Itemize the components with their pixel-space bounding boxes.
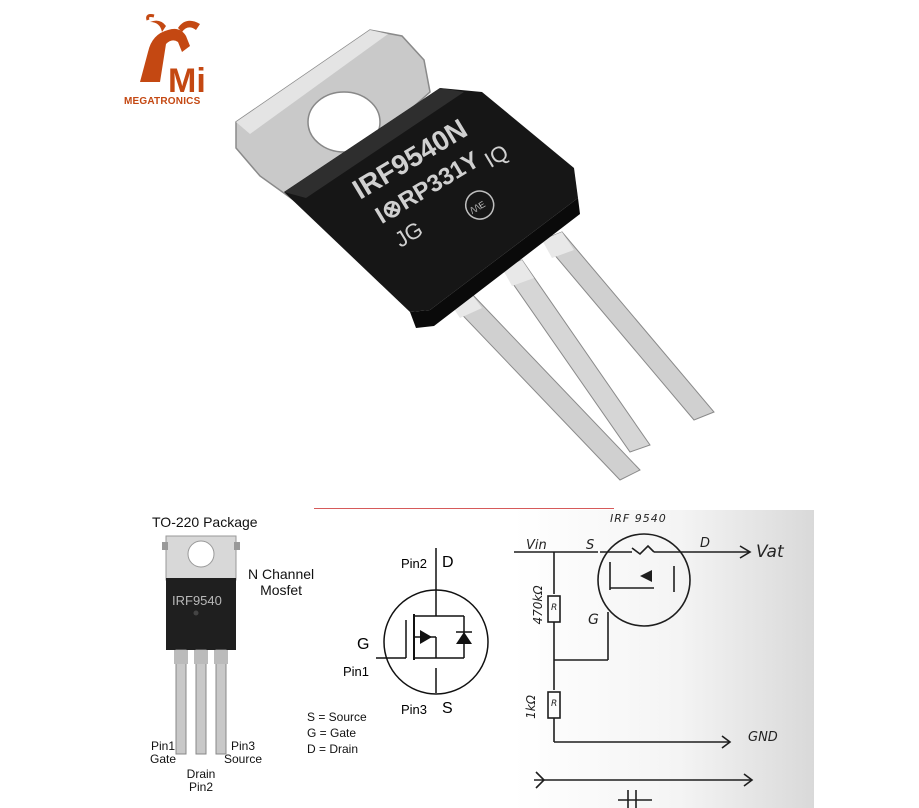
sketch-r1-mark: R — [551, 603, 558, 613]
pin1-name: Gate — [149, 752, 176, 766]
legend-source: S = Source — [307, 710, 367, 724]
sketch-g: G — [588, 612, 599, 628]
symbol-pin3: Pin3 — [401, 702, 428, 717]
sketch-d: D — [700, 536, 711, 551]
pin1-caption: Pin1 Gate — [146, 740, 180, 766]
transistor-body — [284, 88, 580, 328]
symbol-d: D — [442, 554, 454, 571]
legend-drain: D = Drain — [307, 742, 359, 756]
symbol-g: G — [357, 636, 370, 653]
pin-legend: S = Source G = Gate D = Drain — [307, 709, 367, 757]
chip-label: IRF9540 — [172, 593, 222, 608]
logo-monogram: Mi — [168, 62, 206, 96]
sketch-r2: 1kΩ — [524, 695, 538, 719]
pin3-label: Pin3 — [230, 739, 256, 753]
channel-type-line1: N Channel — [248, 566, 315, 582]
mosfet-symbol — [376, 548, 489, 695]
sketch-s: S — [586, 538, 595, 553]
pin3-caption: Pin3 Source — [220, 740, 266, 766]
megatronics-logo: Mi MEGATRONICS — [120, 12, 230, 112]
circuit-sketch — [514, 533, 754, 808]
logo-text: MEGATRONICS — [124, 96, 201, 107]
divider-line — [314, 508, 614, 509]
sketch-paper — [514, 510, 814, 808]
ram-logo-icon: Mi — [140, 14, 206, 100]
package-title: TO-220 Package — [152, 514, 258, 530]
symbol-pin1: Pin1 — [343, 664, 370, 679]
pin3-name: Source — [223, 752, 263, 766]
pin2-name: Pin2 — [188, 780, 214, 794]
pin1-label: Pin1 — [150, 739, 176, 753]
channel-type-line2: Mosfet — [260, 582, 303, 598]
sketch-vout: Vat — [756, 542, 784, 562]
sketch-title: IRF 9540 — [610, 512, 667, 525]
sketch-r2-mark: R — [551, 699, 558, 709]
symbol-pin2: Pin2 — [401, 556, 428, 571]
sketch-r1: 470kΩ — [531, 585, 545, 625]
package-drawing — [162, 535, 240, 755]
metal-tab — [235, 29, 431, 207]
transistor-photo: IRF9540N I⊗RP331Y JG IQ /\/\E — [235, 29, 715, 481]
pin2-label: Drain — [186, 767, 216, 781]
transistor-leads — [447, 231, 715, 481]
badge-circle — [464, 190, 495, 220]
legend-gate: G = Gate — [307, 726, 357, 740]
pin2-caption: Drain Pin2 — [181, 768, 221, 794]
symbol-s: S — [442, 700, 453, 717]
sketch-vin: Vin — [526, 538, 547, 553]
channel-type: N Channel Mosfet — [248, 566, 314, 598]
sketch-gnd: GND — [748, 730, 778, 745]
